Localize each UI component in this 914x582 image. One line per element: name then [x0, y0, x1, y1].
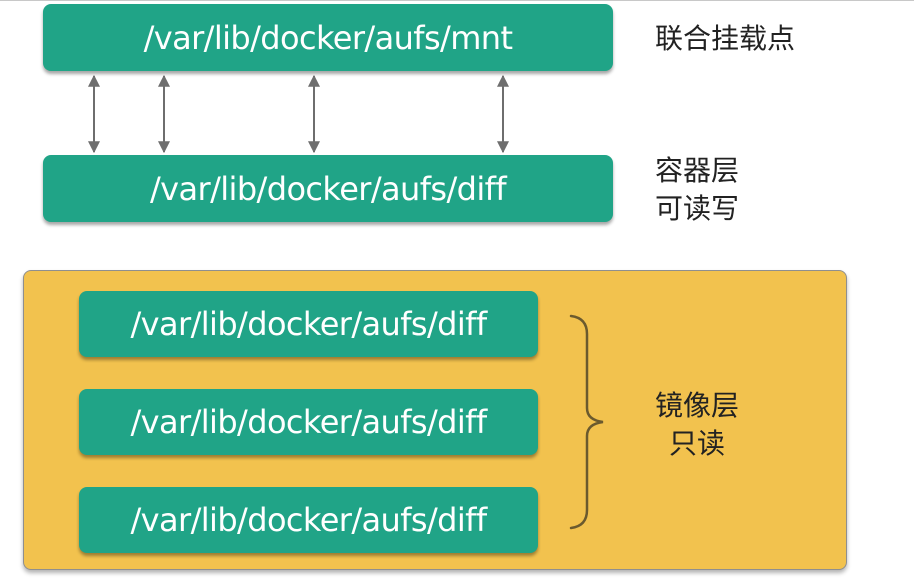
image-layer-box: /var/lib/docker/aufs/diff: [79, 487, 538, 553]
container-layer-label-line2: 可读写: [655, 192, 740, 225]
container-layer-box: /var/lib/docker/aufs/diff: [43, 155, 613, 222]
mount-point-label: 联合挂载点: [655, 22, 796, 55]
container-layer-label-line1: 容器层: [655, 154, 740, 187]
image-layer-path: /var/lib/docker/aufs/diff: [130, 305, 488, 343]
image-layer-path: /var/lib/docker/aufs/diff: [130, 403, 488, 441]
image-layer-path: /var/lib/docker/aufs/diff: [130, 501, 488, 539]
image-layer-label-line2: 只读: [669, 427, 726, 460]
container-layer-path: /var/lib/docker/aufs/diff: [150, 169, 507, 208]
top-divider: [0, 0, 914, 1]
mount-point-box: /var/lib/docker/aufs/mnt: [43, 4, 613, 71]
image-layer-box: /var/lib/docker/aufs/diff: [79, 291, 538, 357]
image-layer-box: /var/lib/docker/aufs/diff: [79, 389, 538, 455]
image-layer-label-line1: 镜像层: [655, 389, 740, 422]
mount-point-path: /var/lib/docker/aufs/mnt: [143, 18, 513, 57]
